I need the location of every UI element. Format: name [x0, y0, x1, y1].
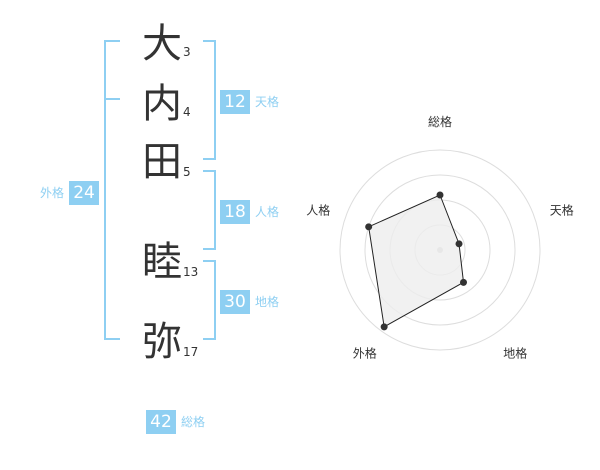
radar-point-2 [455, 240, 463, 248]
stroke-count-4: 13 [183, 265, 199, 279]
name-char-1: 大 [142, 21, 182, 67]
radar-point-1 [436, 191, 444, 199]
jinkaku-label: 人格 [255, 205, 280, 219]
stroke-count-2: 4 [183, 105, 191, 119]
radar-point-4 [380, 323, 388, 331]
gaikaku-label: 外格 [40, 186, 65, 200]
stroke-count-3: 5 [183, 165, 191, 179]
gaikaku-badge: 外格 24 [40, 181, 100, 205]
soukaku-badge: 42 総格 [146, 410, 205, 434]
tenkaku-value: 12 [220, 90, 250, 114]
radar-series [365, 191, 468, 331]
radar-axis-label-4: 外格 [353, 346, 377, 361]
jinkaku-badge: 18 人格 [220, 200, 279, 224]
name-char-5: 弥 [142, 319, 182, 365]
name-char-4: 睦 [142, 239, 182, 285]
radar-axis-label-3: 地格 [503, 346, 527, 361]
stroke-count-1: 3 [183, 45, 191, 59]
chikaku-bracket [203, 260, 216, 340]
radar-ring [339, 149, 541, 351]
radar-axis-label-2: 天格 [550, 202, 574, 217]
name-char-2: 内 [142, 81, 182, 127]
stroke-count-5: 17 [183, 345, 199, 359]
radar-axis-label-1: 総格 [428, 114, 452, 129]
radar-polygon [368, 194, 465, 328]
jinkaku-bracket [203, 170, 216, 250]
name-char-3: 田 [142, 139, 182, 185]
radar-axis-label-5: 人格 [306, 202, 330, 217]
radar-point-5 [365, 223, 373, 231]
chikaku-badge: 30 地格 [220, 290, 279, 314]
soukaku-value: 42 [146, 410, 176, 434]
tenkaku-label: 天格 [255, 95, 280, 109]
chikaku-label: 地格 [255, 295, 280, 309]
radar-point-3 [460, 278, 468, 286]
radar-ring [364, 174, 516, 326]
gaikaku-inner-tick [104, 98, 120, 100]
chikaku-value: 30 [220, 290, 250, 314]
jinkaku-value: 18 [220, 200, 250, 224]
tenkaku-bracket [203, 40, 216, 160]
tenkaku-badge: 12 天格 [220, 90, 279, 114]
soukaku-label: 総格 [181, 415, 206, 429]
gaikaku-value: 24 [69, 181, 100, 205]
gaikaku-bracket [104, 40, 120, 340]
